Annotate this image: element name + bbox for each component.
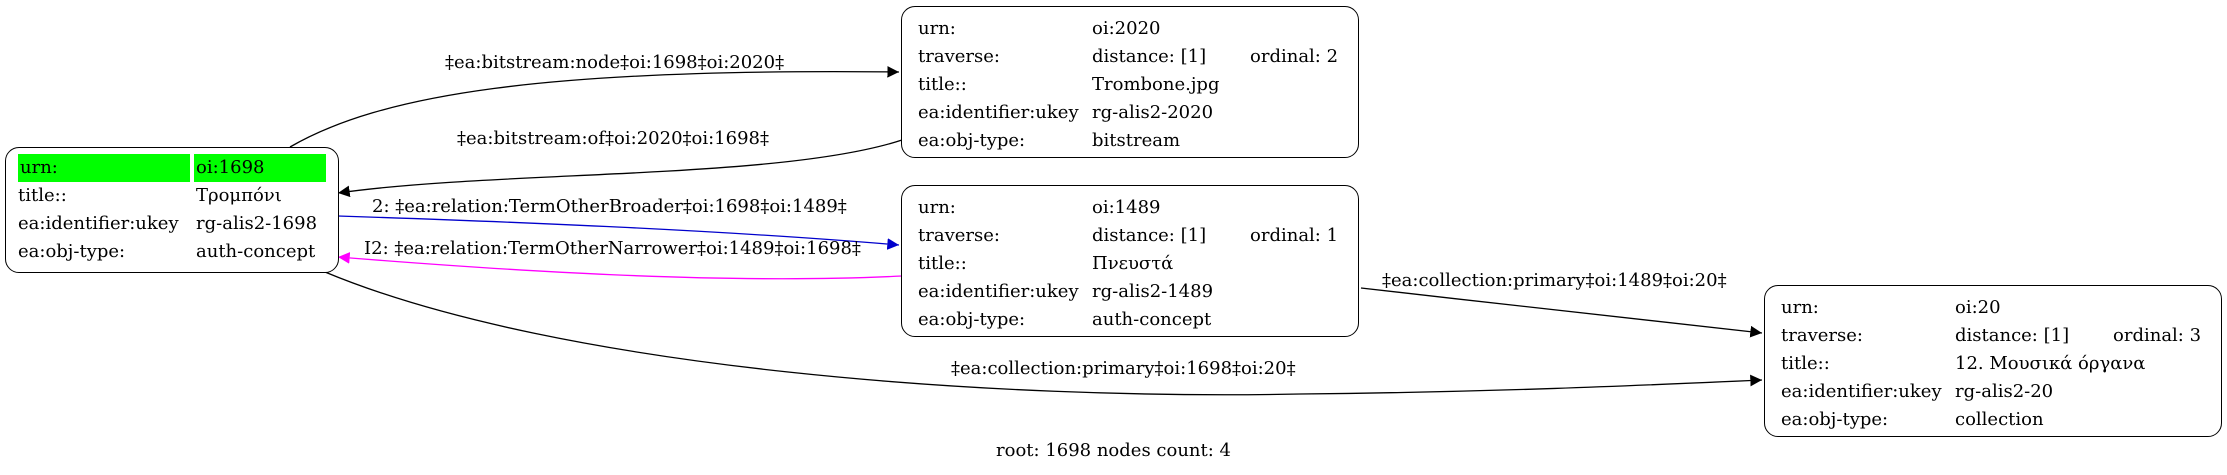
urn-value: oi:1489 (1092, 197, 1161, 218)
ordinal-value: ordinal: 2 (1250, 46, 1339, 67)
ukey-key: ea:identifier:ukey (18, 213, 179, 234)
node-oi-1489[interactable]: urn: oi:1489 traverse: distance: [1] ord… (901, 185, 1359, 337)
title-key: title:: (1781, 353, 1830, 374)
urn-key: urn: (1781, 297, 1819, 318)
urn-key: urn: (918, 197, 956, 218)
title-row: title:: Τρομπόνι (16, 182, 328, 210)
edge-label-term-narrower: I2: ‡ea:relation:TermOtherNarrower‡oi:14… (364, 238, 861, 259)
obj-type-value: bitstream (1092, 130, 1181, 151)
ordinal-value: ordinal: 3 (2113, 325, 2202, 346)
title-value: Πνευστά (1092, 253, 1174, 274)
obj-type-value: auth-concept (196, 241, 316, 262)
traverse-key: traverse: (918, 46, 1000, 67)
ukey-value: rg-alis2-1489 (1092, 281, 1214, 302)
title-row: title:: Trombone.jpg (912, 71, 1348, 99)
edge-collection-1698-20 (324, 271, 1763, 396)
obj-type-key: ea:obj-type: (918, 130, 1026, 151)
obj-type-value: collection (1955, 409, 2044, 430)
ukey-row: ea:identifier:ukey rg-alis2-20 (1775, 378, 2211, 406)
edge-label-collection-1698-20: ‡ea:collection:primary‡oi:1698‡oi:20‡ (951, 358, 1296, 379)
urn-value: oi:2020 (1092, 18, 1161, 39)
obj-type-row: ea:obj-type: auth-concept (16, 238, 328, 266)
urn-row: urn: oi:1698 (16, 154, 328, 182)
title-key: title:: (918, 253, 967, 274)
edge-term-broader (337, 215, 900, 250)
urn-row: urn: oi:20 (1775, 294, 2211, 322)
title-row: title:: 12. Μουσικά όργανα (1775, 350, 2211, 378)
ukey-value: rg-alis2-20 (1955, 381, 2054, 402)
urn-row: urn: oi:2020 (912, 15, 1348, 43)
traverse-row: traverse: distance: [1] ordinal: 1 (912, 222, 1348, 250)
title-row: title:: Πνευστά (912, 250, 1348, 278)
node-oi-2020[interactable]: urn: oi:2020 traverse: distance: [1] ord… (901, 6, 1359, 158)
traverse-value: distance: [1] (1092, 225, 1207, 246)
edge-label-collection-1489-20: ‡ea:collection:primary‡oi:1489‡oi:20‡ (1382, 270, 1727, 291)
edge-label-term-broader: 2: ‡ea:relation:TermOtherBroader‡oi:1698… (372, 196, 847, 217)
traverse-row: traverse: distance: [1] ordinal: 3 (1775, 322, 2211, 350)
obj-type-row: ea:obj-type: collection (1775, 406, 2211, 434)
urn-value: oi:20 (1955, 297, 2001, 318)
title-key: title:: (18, 185, 67, 206)
title-value: 12. Μουσικά όργανα (1955, 353, 2146, 374)
urn-key: urn: (918, 18, 956, 39)
ordinal-value: ordinal: 1 (1250, 225, 1339, 246)
ukey-value: rg-alis2-2020 (1092, 102, 1214, 123)
traverse-value: distance: [1] (1955, 325, 2070, 346)
graph-footer: root: 1698 nodes count: 4 (996, 440, 1231, 461)
obj-type-row: ea:obj-type: bitstream (912, 127, 1348, 155)
obj-type-row: ea:obj-type: auth-concept (912, 306, 1348, 334)
edge-label-bitstream-node: ‡ea:bitstream:node‡oi:1698‡oi:2020‡ (445, 52, 784, 73)
edge-term-narrower (337, 252, 903, 280)
urn-key: urn: (18, 154, 190, 182)
ukey-key: ea:identifier:ukey (918, 102, 1079, 123)
ukey-key: ea:identifier:ukey (918, 281, 1079, 302)
traverse-value: distance: [1] (1092, 46, 1207, 67)
edge-label-bitstream-of: ‡ea:bitstream:of‡oi:2020‡oi:1698‡ (457, 128, 769, 149)
traverse-key: traverse: (918, 225, 1000, 246)
urn-row: urn: oi:1489 (912, 194, 1348, 222)
title-value: Trombone.jpg (1092, 74, 1220, 95)
edge-bitstream-of (337, 139, 903, 198)
node-oi-20[interactable]: urn: oi:20 traverse: distance: [1] ordin… (1764, 285, 2222, 437)
traverse-key: traverse: (1781, 325, 1863, 346)
obj-type-key: ea:obj-type: (918, 309, 1026, 330)
obj-type-key: ea:obj-type: (1781, 409, 1889, 430)
obj-type-value: auth-concept (1092, 309, 1212, 330)
ukey-row: ea:identifier:ukey rg-alis2-1698 (16, 210, 328, 238)
traverse-row: traverse: distance: [1] ordinal: 2 (912, 43, 1348, 71)
node-oi-1698[interactable]: urn: oi:1698 title:: Τρομπόνι ea:identif… (5, 147, 339, 273)
ukey-key: ea:identifier:ukey (1781, 381, 1942, 402)
urn-value: oi:1698 (194, 154, 326, 182)
ukey-row: ea:identifier:ukey rg-alis2-1489 (912, 278, 1348, 306)
edge-collection-1489-20 (1360, 287, 1763, 338)
obj-type-key: ea:obj-type: (18, 241, 126, 262)
edge-bitstream-node (289, 66, 900, 148)
ukey-value: rg-alis2-1698 (196, 213, 318, 234)
title-value: Τρομπόνι (196, 185, 282, 206)
ukey-row: ea:identifier:ukey rg-alis2-2020 (912, 99, 1348, 127)
title-key: title:: (918, 74, 967, 95)
